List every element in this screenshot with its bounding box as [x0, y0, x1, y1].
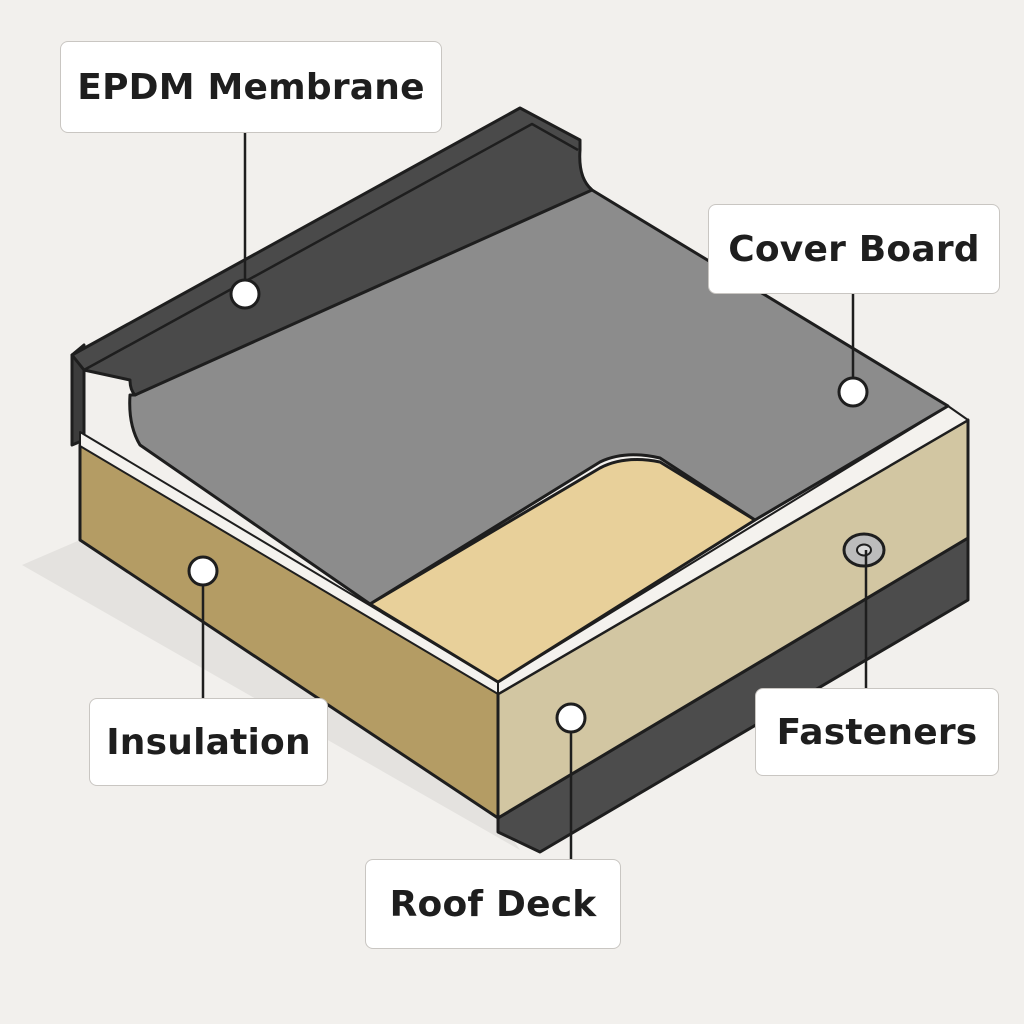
dot-epdm — [229, 278, 261, 310]
dot-roof-deck — [555, 702, 587, 734]
drop-shadow — [22, 540, 520, 850]
label-fasteners: Fasteners — [755, 688, 999, 776]
label-insulation: Insulation — [89, 698, 328, 786]
label-roof-deck: Roof Deck — [365, 859, 621, 949]
dot-cover-board — [837, 376, 869, 408]
membrane-back-lip — [70, 106, 594, 397]
anchor-dots — [187, 278, 869, 734]
fastener-icon — [842, 532, 886, 568]
leader-lines — [201, 133, 868, 859]
dot-insulation — [187, 555, 219, 587]
label-cover-board: Cover Board — [708, 204, 1000, 294]
separator-right-band — [497, 405, 969, 695]
label-epdm-membrane: EPDM Membrane — [60, 41, 442, 133]
